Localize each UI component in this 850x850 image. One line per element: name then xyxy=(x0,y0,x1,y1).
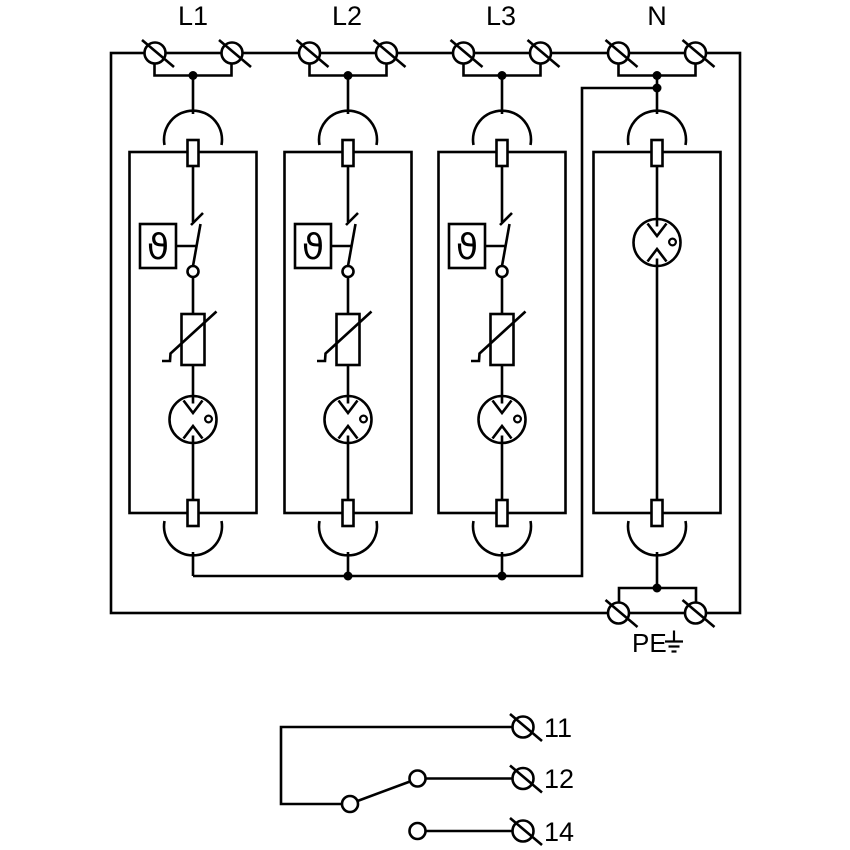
aux-pivot-contact xyxy=(340,794,360,814)
aux-switch-blade xyxy=(357,780,411,803)
varistor-icon xyxy=(160,310,218,367)
terminal-12-icon xyxy=(508,764,544,794)
label-12: 12 xyxy=(544,764,574,794)
enclosure-outline xyxy=(109,51,742,615)
label-l1: L1 xyxy=(178,1,208,31)
spark-gap-icon xyxy=(168,394,218,445)
terminal-joiner xyxy=(462,62,542,116)
plug-contact-top-icon xyxy=(626,109,688,168)
phase-module-l2 xyxy=(283,62,413,576)
label-n: N xyxy=(647,1,667,31)
terminal-11-icon xyxy=(508,712,544,743)
plug-contact-bottom-icon xyxy=(317,498,379,557)
thermal-disconnector-icon xyxy=(447,164,514,279)
spark-gap-icon xyxy=(477,394,527,445)
label-14: 14 xyxy=(544,817,574,847)
plug-contact-top-icon xyxy=(317,109,379,168)
plug-contact-top-icon xyxy=(471,109,533,168)
phase-module-l3 xyxy=(437,62,567,576)
common-bus xyxy=(193,86,657,581)
junction-dot xyxy=(652,71,662,80)
aux-contact-12 xyxy=(408,769,427,788)
plug-contact-bottom-icon xyxy=(471,498,533,557)
plug-contact-bottom-icon xyxy=(162,498,224,557)
bus-line xyxy=(193,86,657,578)
varistor-icon xyxy=(469,310,527,367)
aux-contact-diagram: 11 12 14 xyxy=(279,712,574,847)
label-pe: PE xyxy=(632,628,667,658)
label-l2: L2 xyxy=(332,1,362,31)
varistor-icon xyxy=(315,310,373,367)
label-11: 11 xyxy=(544,713,572,743)
phase-module-l1 xyxy=(128,62,258,576)
terminal-14-icon xyxy=(508,816,544,847)
spark-gap-icon xyxy=(632,217,682,268)
terminal-joiner xyxy=(308,62,388,116)
aux-common-line xyxy=(279,725,513,806)
earth-ground-icon xyxy=(665,630,683,653)
thermal-disconnector-icon xyxy=(138,164,205,279)
thermal-disconnector-icon xyxy=(293,164,360,279)
junction-dot xyxy=(652,83,662,93)
pe-joiner xyxy=(617,586,698,603)
terminal-joiner xyxy=(153,62,233,116)
plug-contact-top-icon xyxy=(162,109,224,168)
plug-contact-bottom-icon xyxy=(626,498,688,557)
aux-contact-14 xyxy=(408,821,427,841)
neutral-module xyxy=(592,63,722,603)
spark-gap-icon xyxy=(323,394,373,445)
label-l3: L3 xyxy=(486,1,516,31)
